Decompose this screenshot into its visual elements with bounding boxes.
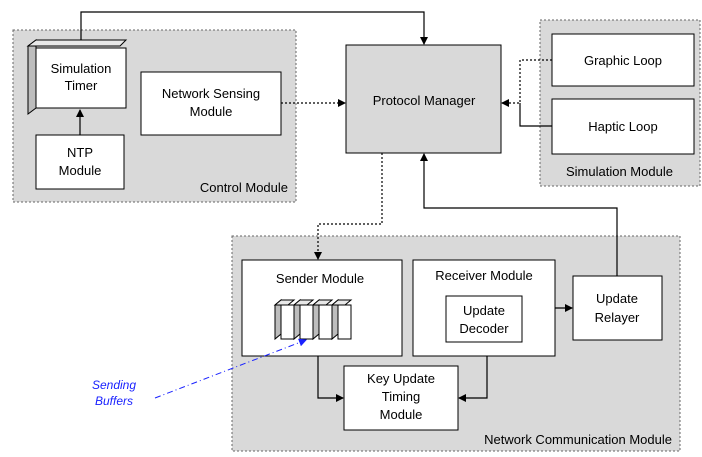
update-decoder-label-1: Update <box>463 303 505 318</box>
connectors <box>76 11 618 402</box>
key-update-label-3: Module <box>380 407 423 422</box>
key-update-label-2: Timing <box>382 389 421 404</box>
connector-protocol-sender <box>314 153 383 260</box>
update-relayer-block: Update Relayer <box>572 275 663 341</box>
simulation-timer-label-1: Simulation <box>51 61 112 76</box>
connector-timer-protocol <box>80 11 428 45</box>
sending-buffers-icon <box>273 298 353 341</box>
protocol-manager-label: Protocol Manager <box>373 93 476 108</box>
graphic-loop-block: Graphic Loop <box>551 33 695 87</box>
key-update-label-1: Key Update <box>367 371 435 386</box>
protocol-manager-block: Protocol Manager <box>345 44 502 154</box>
network-sensing-label-1: Network Sensing <box>162 86 260 101</box>
haptic-loop-label: Haptic Loop <box>588 119 657 134</box>
simulation-module-label: Simulation Module <box>566 164 673 179</box>
connector-relayer-protocol <box>420 153 618 276</box>
haptic-loop-block: Haptic Loop <box>551 98 695 155</box>
simulation-timer-label-2: Timer <box>65 78 98 93</box>
control-module-label: Control Module <box>200 180 288 195</box>
connector-receiver-keyupdate <box>458 356 488 402</box>
update-decoder-block: Update Decoder <box>445 295 523 343</box>
sender-module-label: Sender Module <box>276 271 364 286</box>
simulation-timer-block: Simulation Timer <box>26 39 128 115</box>
network-sensing-module-block: Network Sensing Module <box>140 71 282 136</box>
ntp-module-label-2: Module <box>59 163 102 178</box>
annotation-line-1: Sending <box>92 378 136 392</box>
graphic-loop-label: Graphic Loop <box>584 53 662 68</box>
update-relayer-label-1: Update <box>596 291 638 306</box>
key-update-timing-module-block: Key Update Timing Module <box>343 365 459 431</box>
annotation-pointer <box>154 338 307 399</box>
connector-sender-keyupdate <box>317 356 344 402</box>
update-relayer-label-2: Relayer <box>595 310 640 325</box>
connector-graphic-loop <box>501 59 552 107</box>
sending-buffers-annotation: Sending Buffers <box>92 338 307 408</box>
receiver-module-label: Receiver Module <box>435 268 533 283</box>
update-decoder-label-2: Decoder <box>459 321 509 336</box>
network-module-label: Network Communication Module <box>484 432 672 447</box>
connector-haptic-loop <box>519 103 552 127</box>
ntp-module-block: NTP Module <box>35 134 125 190</box>
network-sensing-label-2: Module <box>190 104 233 119</box>
ntp-module-label-1: NTP <box>67 145 93 160</box>
annotation-line-2: Buffers <box>95 394 133 408</box>
